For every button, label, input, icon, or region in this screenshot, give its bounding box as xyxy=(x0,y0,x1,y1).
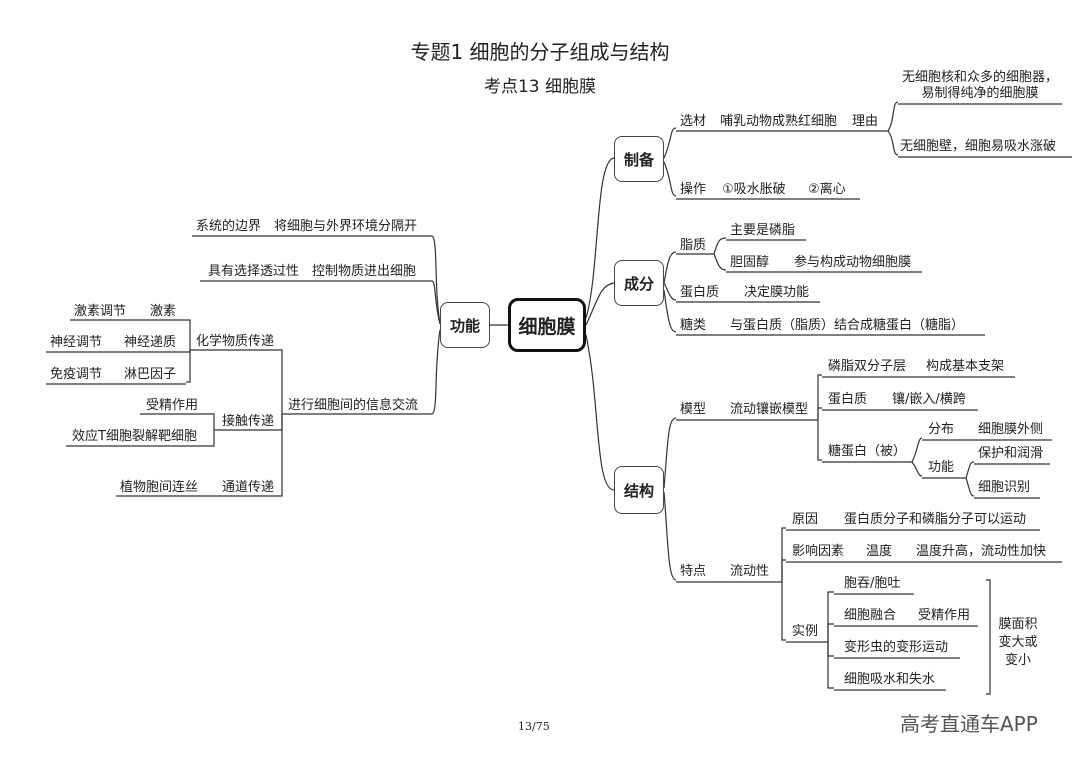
material-detail: 哺乳动物成熟红细胞 xyxy=(720,114,838,129)
selective-label: 具有选择透过性 xyxy=(208,264,300,279)
hormone-text: 激素 xyxy=(150,304,177,319)
recognition-text: 细胞识别 xyxy=(978,480,1031,495)
example3-text: 变形虫的变形运动 xyxy=(844,640,949,655)
node-composition: 成分 xyxy=(614,260,664,306)
node-structure: 结构 xyxy=(614,466,664,514)
info-exchange-label: 进行细胞间的信息交流 xyxy=(288,398,419,413)
phospholipid-text: 主要是磷脂 xyxy=(730,223,796,238)
watermark: 高考直通车APP xyxy=(900,712,1038,736)
channel-transfer-label: 通道传递 xyxy=(222,480,275,495)
reason2-text: 无细胞壁，细胞易吸水涨破 xyxy=(900,139,1057,154)
operation-step1: ①吸水胀破 xyxy=(722,182,786,197)
structure-protein-detail: 镶/嵌入/横跨 xyxy=(892,392,966,407)
boundary-detail: 将细胞与外界环境分隔开 xyxy=(274,219,418,234)
example4-text: 细胞吸水和失水 xyxy=(844,672,936,687)
model-label: 模型 xyxy=(680,402,707,417)
temperature-label: 温度 xyxy=(866,544,893,559)
example2-detail: 受精作用 xyxy=(918,608,971,623)
page-title: 专题1 细胞的分子组成与结构 xyxy=(410,40,670,64)
hormone-reg-label: 激素调节 xyxy=(74,304,127,319)
selective-detail: 控制物质进出细胞 xyxy=(312,264,417,279)
example2-text: 细胞融合 xyxy=(844,608,897,623)
page-number: 13/75 xyxy=(518,720,550,733)
distribution-detail: 细胞膜外侧 xyxy=(978,422,1044,437)
plasmodesmata-text: 植物胞间连丝 xyxy=(120,480,199,495)
reason-label: 理由 xyxy=(852,114,879,129)
sugar-detail: 与蛋白质（脂质）结合成糖蛋白（糖脂） xyxy=(730,318,965,333)
factor-label: 影响因素 xyxy=(792,544,845,559)
temperature-detail: 温度升高，流动性加快 xyxy=(916,544,1047,559)
glyco-function-label: 功能 xyxy=(928,460,955,475)
boundary-label: 系统的边界 xyxy=(196,219,262,234)
cause-label: 原因 xyxy=(792,512,819,527)
fluid-mosaic-text: 流动镶嵌模型 xyxy=(730,402,809,417)
sugar-label: 糖类 xyxy=(680,318,707,333)
lymphokine-text: 淋巴因子 xyxy=(124,367,177,382)
effector-text: 效应T细胞裂解靶细胞 xyxy=(72,429,197,444)
bilayer-detail: 构成基本支架 xyxy=(926,359,1005,374)
protein-detail: 决定膜功能 xyxy=(744,285,810,300)
protein-label: 蛋白质 xyxy=(680,285,720,300)
neurotransmitter-text: 神经递质 xyxy=(124,335,177,350)
distribution-label: 分布 xyxy=(928,422,955,437)
cholesterol-detail: 参与构成动物细胞膜 xyxy=(794,255,912,270)
nerve-reg-label: 神经调节 xyxy=(50,335,103,350)
bilayer-label: 磷脂双分子层 xyxy=(828,359,907,374)
node-function: 功能 xyxy=(440,302,490,348)
node-preparation: 制备 xyxy=(614,136,664,182)
lipid-label: 脂质 xyxy=(680,238,707,253)
center-node: 细胞膜 xyxy=(508,298,586,352)
membrane-area-text: 膜面积变大或变小 xyxy=(998,617,1038,668)
fertilization-text: 受精作用 xyxy=(146,398,199,413)
structure-protein-label: 蛋白质 xyxy=(828,392,868,407)
feature-label: 特点 xyxy=(680,564,707,579)
cholesterol-label: 胆固醇 xyxy=(730,255,770,270)
contact-transfer-label: 接触传递 xyxy=(222,414,275,429)
page-subtitle: 考点13 细胞膜 xyxy=(483,77,597,97)
operation-step2: ②离心 xyxy=(808,182,846,197)
cause-detail: 蛋白质分子和磷脂分子可以运动 xyxy=(844,512,1027,527)
reason1-text: 无细胞核和众多的细胞器，易制得纯净的细胞膜 xyxy=(901,70,1058,101)
fluidity-label: 流动性 xyxy=(730,564,770,579)
chem-transfer-label: 化学物质传递 xyxy=(196,334,275,349)
immune-reg-label: 免疫调节 xyxy=(50,367,103,382)
material-label: 选材 xyxy=(680,114,707,129)
example-label: 实例 xyxy=(792,624,819,639)
operation-label: 操作 xyxy=(680,182,707,197)
protect-text: 保护和润滑 xyxy=(978,446,1044,461)
glycoprotein-label: 糖蛋白（被） xyxy=(828,444,907,459)
example1-text: 胞吞/胞吐 xyxy=(844,576,901,591)
